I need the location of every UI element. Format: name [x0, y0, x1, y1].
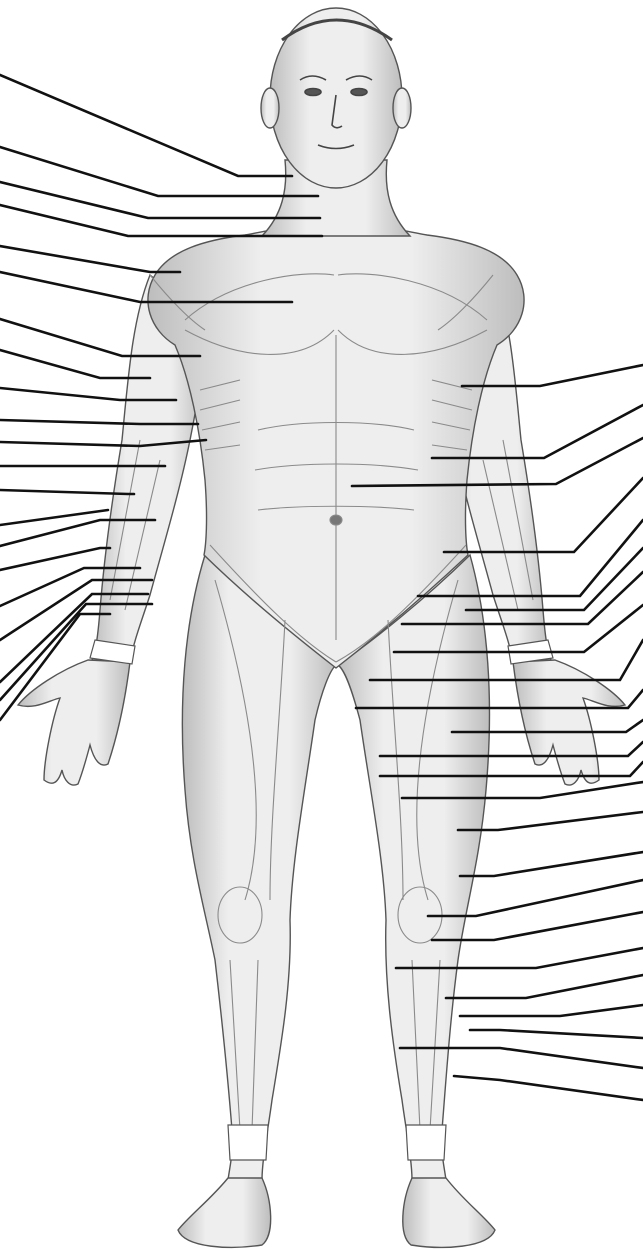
left-hand: [18, 660, 130, 785]
right-ear: [393, 88, 411, 128]
leader-line: [460, 852, 643, 876]
body-figure: [18, 8, 625, 1247]
leader-line: [460, 1005, 643, 1016]
leader-line: [470, 1030, 643, 1038]
leader-line: [458, 812, 643, 830]
left-foot: [178, 1178, 271, 1247]
right-foot: [403, 1178, 495, 1247]
leader-line: [0, 182, 320, 218]
leader-line: [0, 147, 318, 196]
left-ear: [261, 88, 279, 128]
leader-line: [454, 1076, 643, 1100]
leader-line: [446, 975, 643, 998]
leader-line: [0, 246, 180, 272]
leader-line: [0, 350, 150, 378]
